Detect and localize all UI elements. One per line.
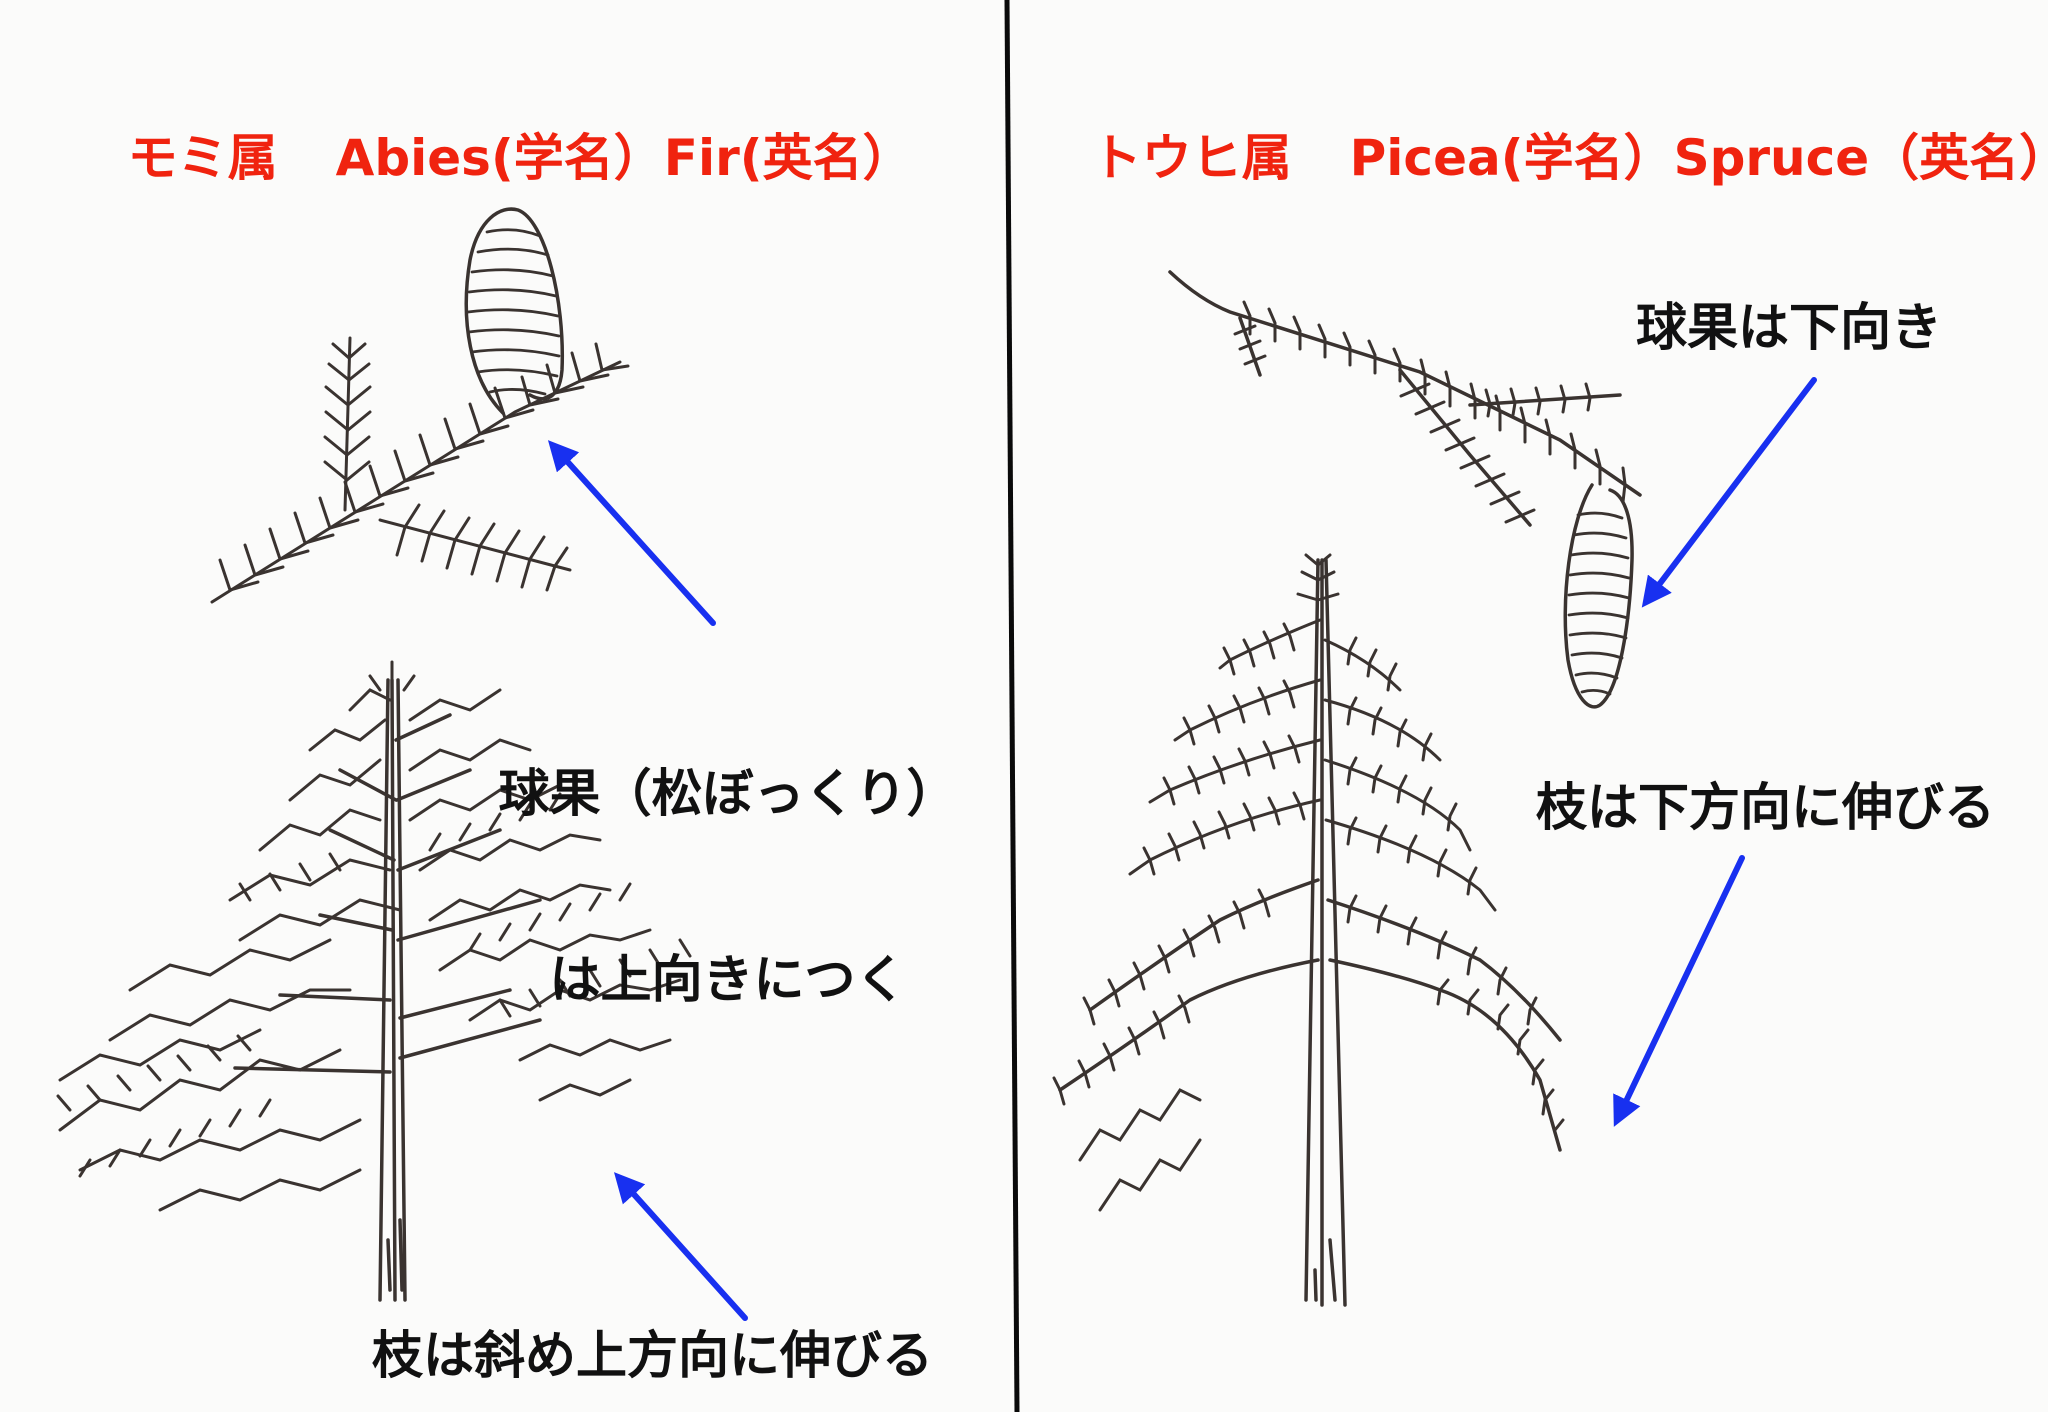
annotation-arrows (547, 377, 1817, 1321)
spruce-branch-illustration (1168, 270, 1642, 709)
spruce-heading: トウヒ属 Picea(学名）Spruce（英名） (1022, 68, 2048, 248)
fir-tree-illustration (56, 660, 692, 1302)
spruce-genus-label: トウヒ属 (1091, 129, 1292, 187)
fir-heading: モミ属 Abies(学名）Fir(英名） (58, 68, 913, 248)
spruce-branch-note: 枝は下方向に伸びる (1536, 779, 1996, 838)
fir-english-name: Fir(英名） (663, 129, 913, 187)
fir-branch-illustration (210, 207, 630, 604)
fir-cone-note-line2: は上向きにつく (549, 951, 907, 1010)
fir-cone-note-line1: 球果（松ぼっくり） (498, 765, 958, 824)
fir-branch-arrow (613, 1172, 748, 1321)
spruce-tree-illustration (1052, 553, 1565, 1307)
fir-scientific-name: Abies(学名） (335, 129, 664, 187)
spruce-branch-arrow (1613, 855, 1745, 1127)
fir-branch-note: 枝は斜め上方向に伸びる (372, 1327, 934, 1386)
fir-cone-arrow (547, 440, 716, 626)
fir-genus-label: モミ属 (127, 129, 278, 187)
spruce-english-name: Spruce（英名） (1673, 129, 2048, 187)
panel-divider (1004, 0, 1020, 1412)
spruce-cone-note: 球果は下向き (1636, 299, 1943, 358)
spruce-scientific-name: Picea(学名） (1349, 129, 1674, 187)
spruce-cone-arrow (1641, 377, 1817, 608)
fir-cone-note: 球果（松ぼっくり） は上向きにつく (478, 640, 978, 1136)
